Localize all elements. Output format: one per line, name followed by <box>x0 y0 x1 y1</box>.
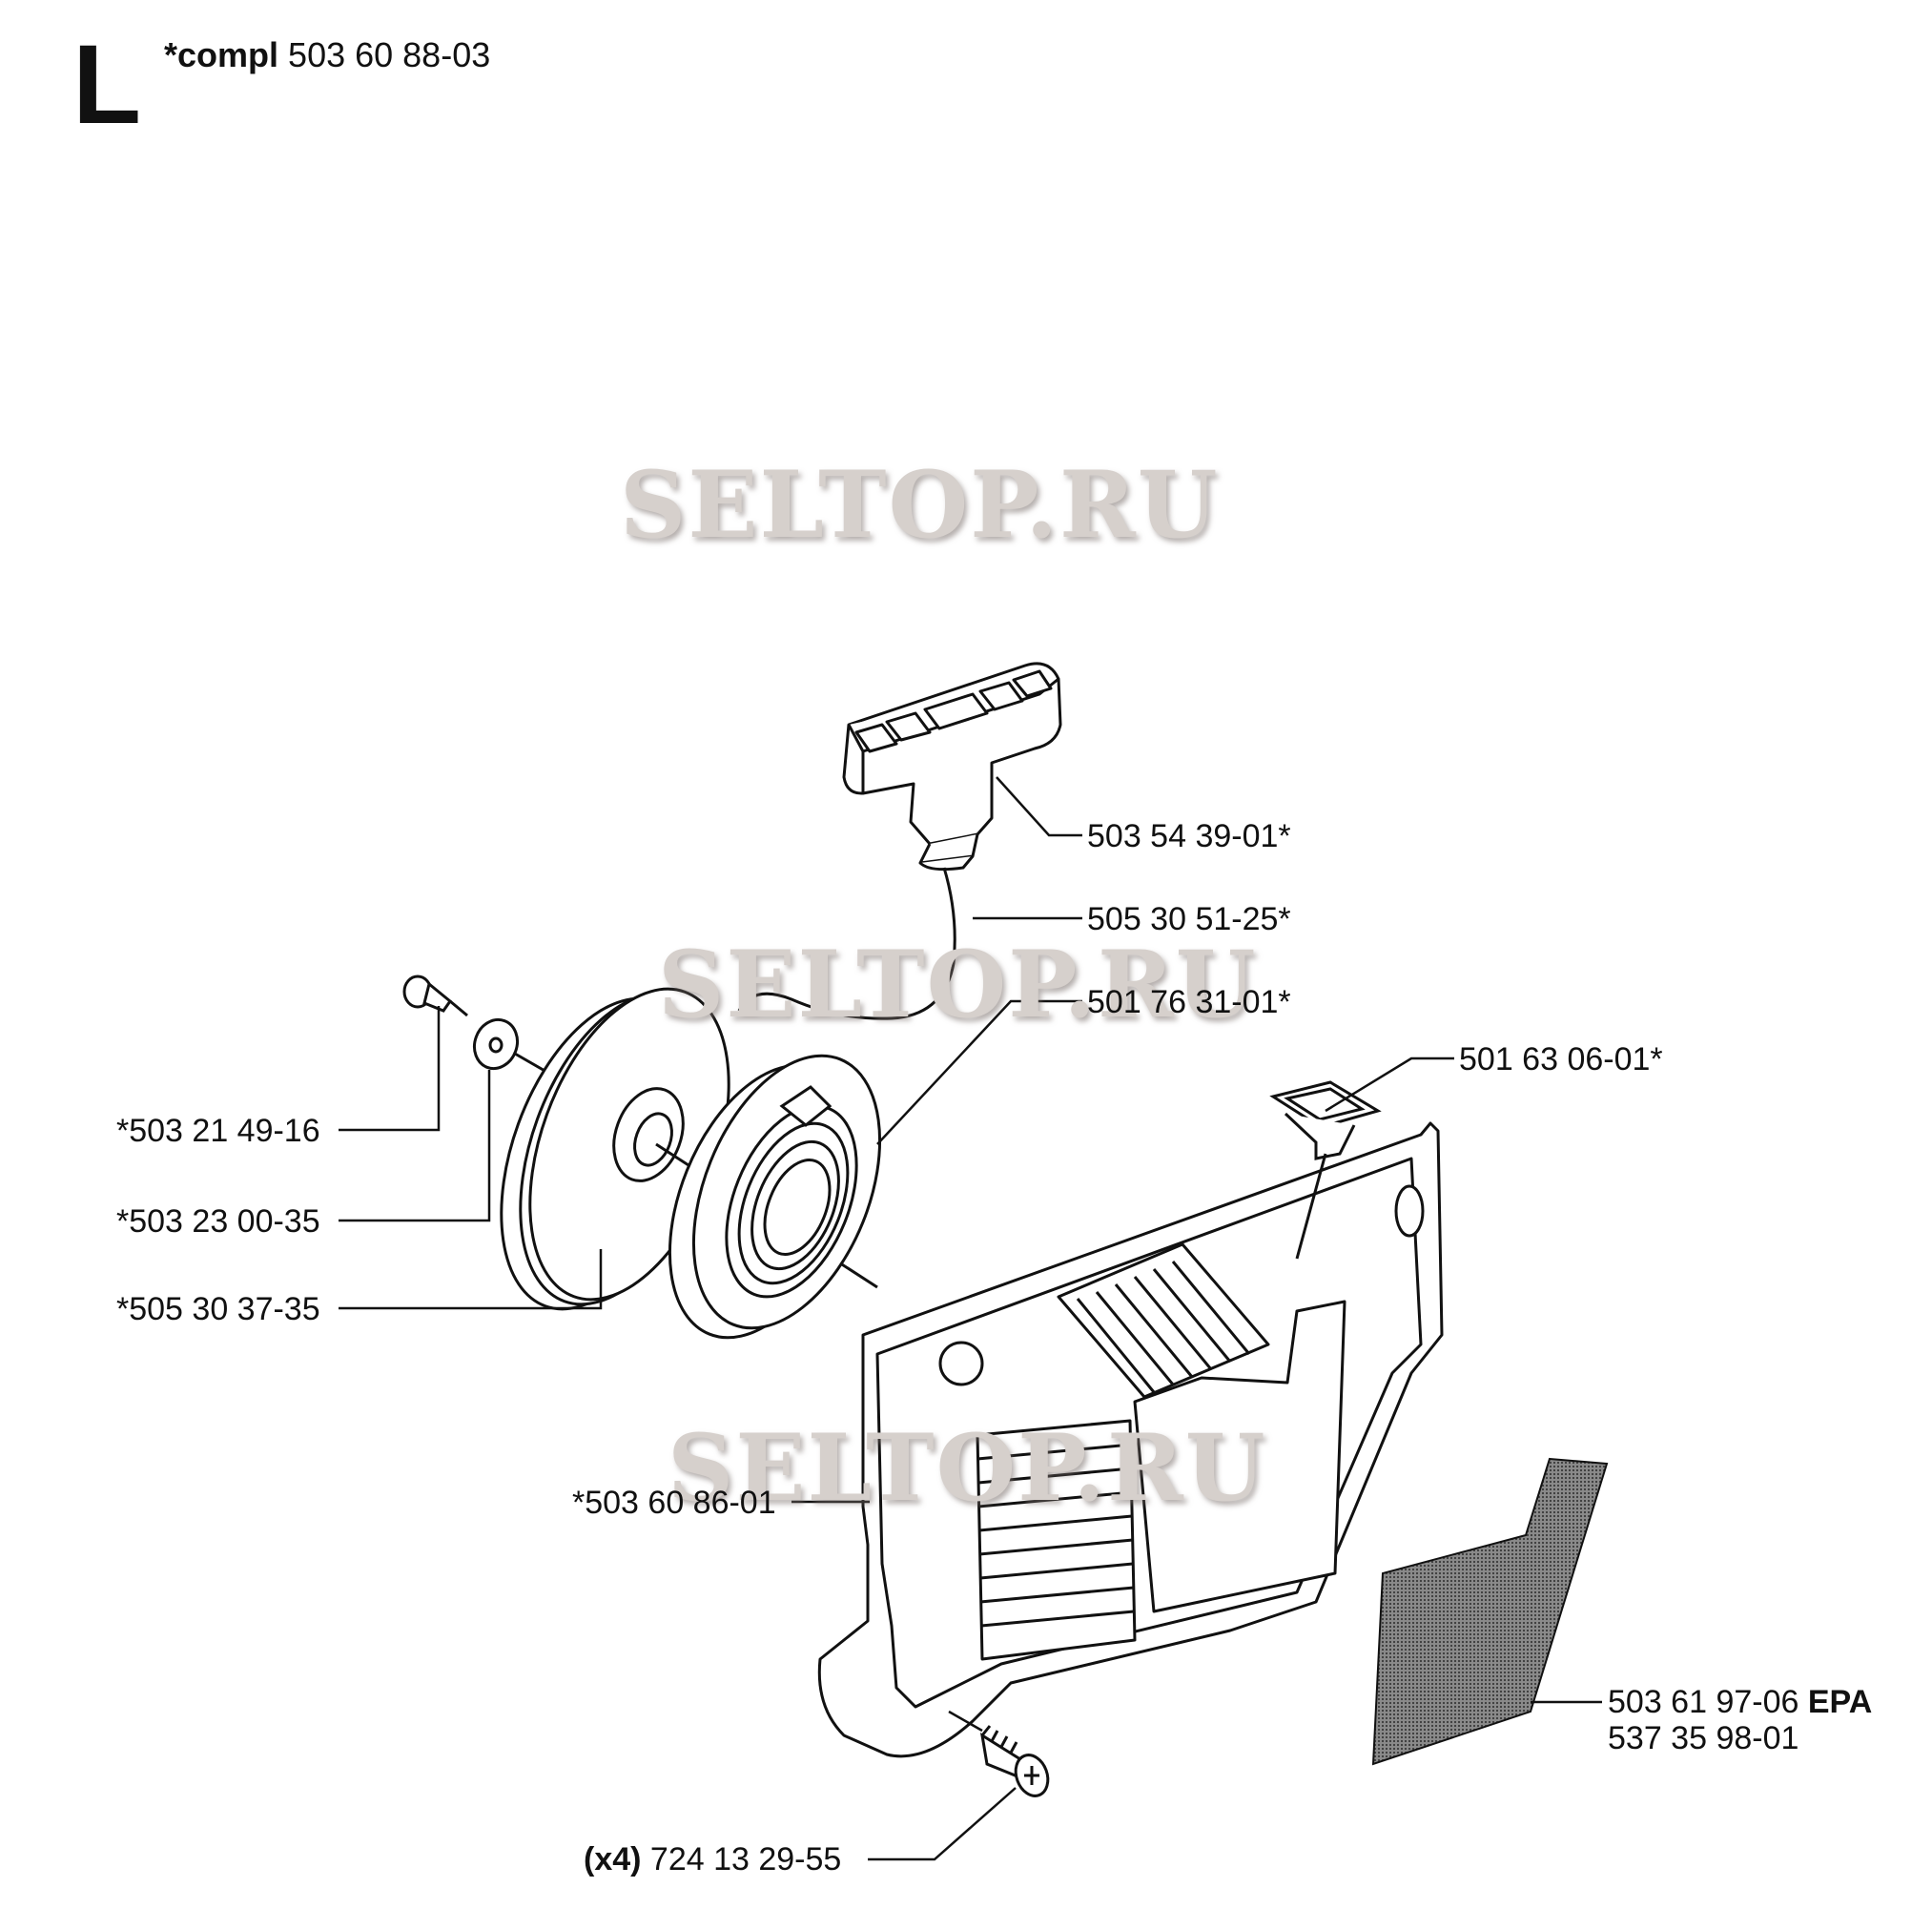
watermark-middle: SELTOP.RU <box>658 931 1258 1038</box>
section-letter: L <box>72 22 142 148</box>
watermark-bottom: SELTOP.RU <box>668 1414 1267 1522</box>
decal-suffix: EPA <box>1807 1684 1873 1720</box>
cover-screw-number: 724 13 29-55 <box>649 1841 842 1877</box>
part-label-cord: 505 30 51-25* <box>1087 901 1291 937</box>
part-label-grommet: 501 63 06-01* <box>1459 1041 1663 1077</box>
cover-screw-drawing <box>979 1725 1050 1797</box>
compl-prefix: *compl <box>164 35 279 74</box>
spring-cassette-drawing <box>668 1054 882 1340</box>
starter-cover-drawing <box>817 1121 1444 1758</box>
part-label-decal: 503 61 97-06 EPA <box>1608 1686 1872 1718</box>
screw-drawing <box>402 975 468 1017</box>
starter-handle-drawing <box>842 662 1062 872</box>
part-label-screw: *503 21 49-16 <box>116 1113 320 1149</box>
starter-cord-drawing <box>737 867 956 1020</box>
watermark-top: SELTOP.RU <box>620 451 1220 559</box>
part-label-cover-screw: (x4) 724 13 29-55 <box>584 1843 841 1876</box>
part-label-spring-cassette: 501 76 31-01* <box>1087 984 1291 1020</box>
leader-lines <box>339 776 1602 1861</box>
compl-number: 503 60 88-03 <box>288 35 491 74</box>
part-label-washer: *503 23 00-35 <box>116 1203 320 1240</box>
cover-screw-qty: (x4) <box>584 1841 642 1877</box>
part-label-cover: *503 60 86-01 <box>572 1485 776 1521</box>
part-label-handle: 503 54 39-01* <box>1087 818 1291 854</box>
decal-number: 503 61 97-06 <box>1608 1684 1799 1720</box>
epa-decal-drawing <box>1371 1457 1609 1766</box>
washer-drawing <box>472 1017 520 1071</box>
complete-assembly-label: *compl 503 60 88-03 <box>164 38 490 72</box>
grommet-drawing <box>1269 1080 1382 1160</box>
part-label-pulley: *505 30 37-35 <box>116 1291 320 1327</box>
part-label-decal-alt: 537 35 98-01 <box>1608 1720 1799 1756</box>
